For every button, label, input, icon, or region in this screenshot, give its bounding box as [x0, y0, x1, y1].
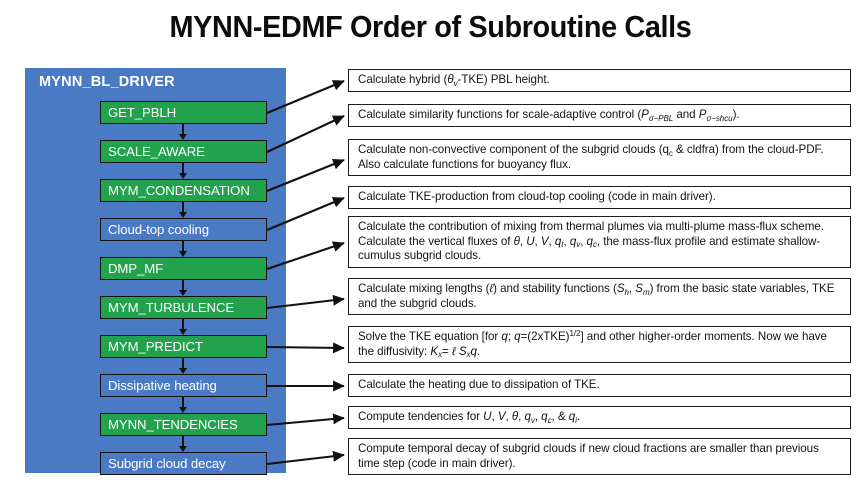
- flow-box-dmp-mf[interactable]: DMP_MF: [100, 257, 267, 280]
- flow-arrow-2: [179, 163, 187, 179]
- page-title: MYNN-EDMF Order of Subroutine Calls: [169, 9, 692, 44]
- flow-box-mym-predict[interactable]: MYM_PREDICT: [100, 335, 267, 358]
- flow-arrow-6: [179, 319, 187, 335]
- driver-panel-label: MYNN_BL_DRIVER: [39, 74, 175, 90]
- desc-box-cloud-top-cooling: Calculate TKE-production from cloud-top …: [348, 186, 851, 209]
- desc-box-subgrid-cloud-decay: Compute temporal decay of subgrid clouds…: [348, 438, 851, 476]
- flow-box-scale-aware[interactable]: SCALE_AWARE: [100, 140, 267, 163]
- desc-box-mynn-tendencies: Compute tendencies for U, V, θ, qv, qc, …: [348, 406, 851, 429]
- flow-box-subgrid-cloud-decay[interactable]: Subgrid cloud decay: [100, 452, 267, 475]
- flow-box-mym-turbulence[interactable]: MYM_TURBULENCE: [100, 296, 267, 319]
- flow-box-cloud-top-cooling[interactable]: Cloud-top cooling: [100, 218, 267, 241]
- flow-arrow-4: [179, 241, 187, 257]
- flow-arrow-5: [179, 280, 187, 296]
- desc-box-mym-predict: Solve the TKE equation [for q; q=(2xTKE)…: [348, 326, 851, 364]
- desc-box-scale-aware: Calculate similarity functions for scale…: [348, 104, 851, 127]
- flow-box-get-pblh[interactable]: GET_PBLH: [100, 101, 267, 124]
- flow-arrow-3: [179, 202, 187, 218]
- flow-box-mym-condensation[interactable]: MYM_CONDENSATION: [100, 179, 267, 202]
- flow-arrow-7: [179, 358, 187, 374]
- flow-arrow-1: [179, 124, 187, 140]
- desc-box-mym-turbulence: Calculate mixing lengths (ℓ) and stabili…: [348, 278, 851, 316]
- flow-box-dissipative-heating[interactable]: Dissipative heating: [100, 374, 267, 397]
- flow-arrow-9: [179, 436, 187, 452]
- mynn-bl-driver-panel: MYNN_BL_DRIVER GET_PBLH SCALE_AWARE MYM_…: [25, 68, 286, 475]
- flow-box-mynn-tendencies[interactable]: MYNN_TENDENCIES: [100, 413, 267, 436]
- flow-arrow-8: [179, 397, 187, 413]
- desc-box-dissipative-heating: Calculate the heating due to dissipation…: [348, 374, 851, 397]
- desc-box-get-pblh: Calculate hybrid (θv-TKE) PBL height.: [348, 69, 851, 92]
- desc-box-dmp-mf: Calculate the contribution of mixing fro…: [348, 216, 851, 268]
- desc-box-mym-condensation: Calculate non-convective component of th…: [348, 139, 851, 177]
